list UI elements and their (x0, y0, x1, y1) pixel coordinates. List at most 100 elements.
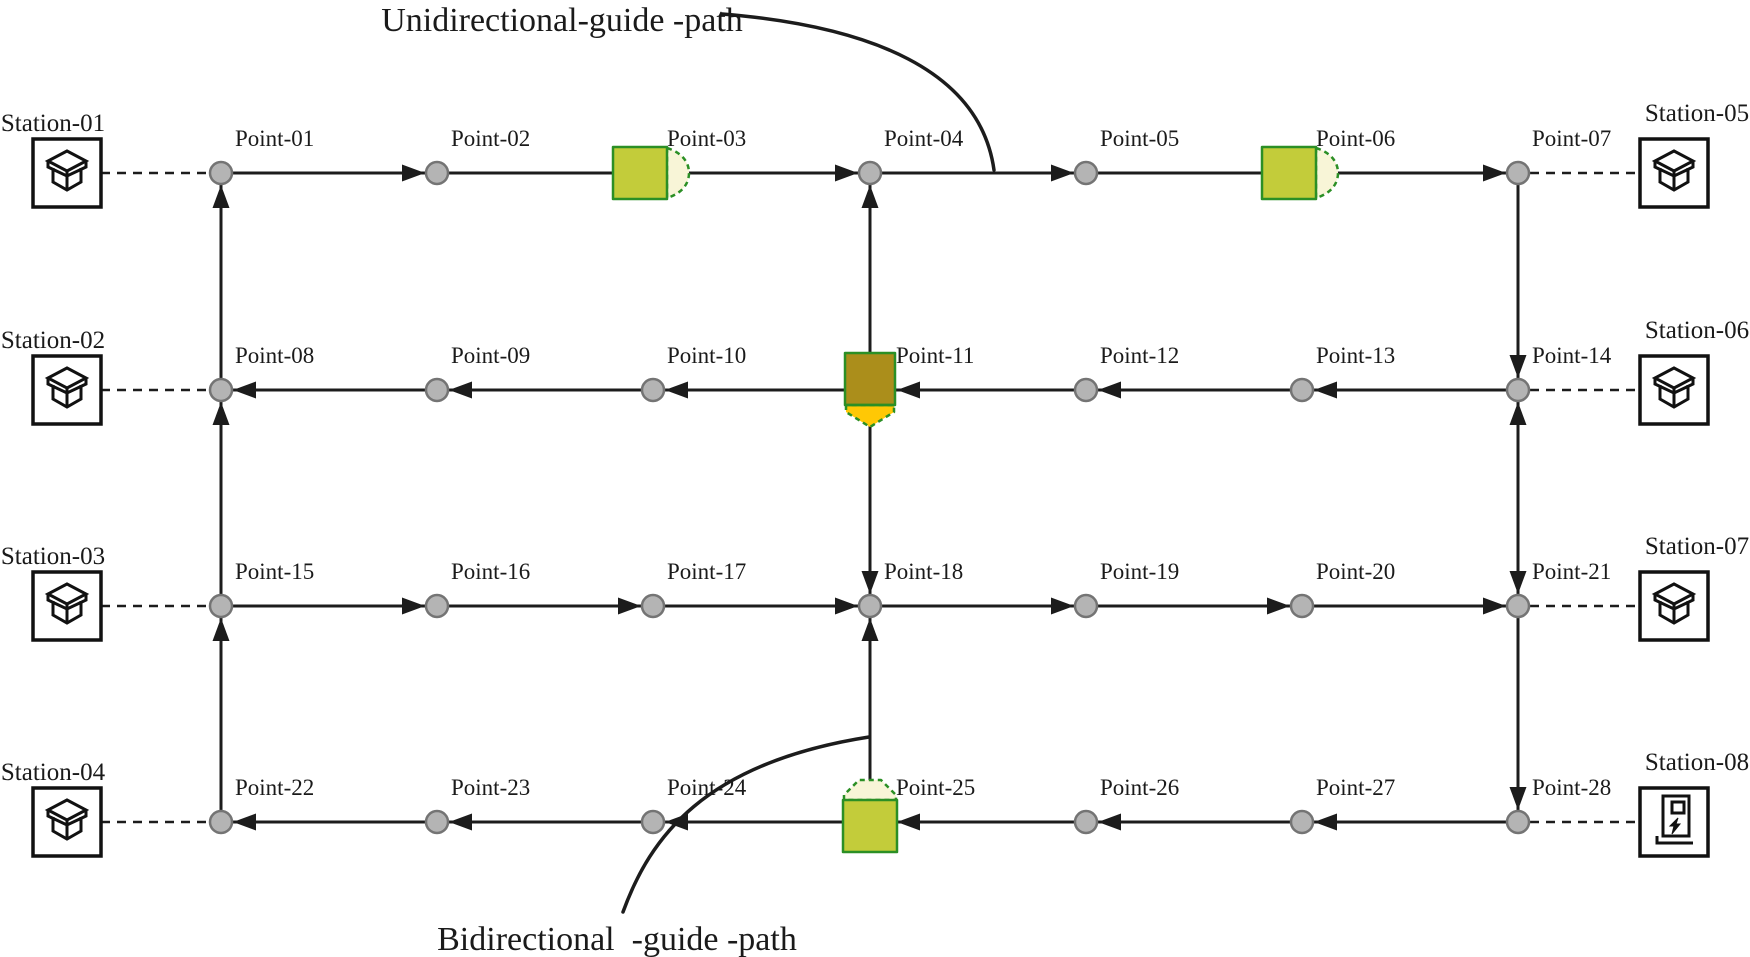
charging-station-icon (1655, 794, 1693, 845)
arrowhead-down-col7 (1509, 787, 1527, 810)
arrowhead-into-point-12 (1098, 381, 1121, 399)
point-node-point-10 (640, 377, 666, 403)
station-label-station-01: Station-01 (1, 110, 105, 137)
point-label-point-23: Point-23 (451, 775, 530, 800)
point-label-point-11: Point-11 (896, 343, 974, 368)
point-node-point-21 (1505, 593, 1531, 619)
point-node-point-20 (1289, 593, 1315, 619)
arrowhead-into-point-20 (1267, 597, 1290, 615)
point-node-point-18 (857, 593, 883, 619)
agv-nose (844, 403, 896, 429)
package-box-icon (44, 366, 90, 409)
point-label-point-13: Point-13 (1316, 343, 1395, 368)
point-node-point-04 (857, 160, 883, 186)
point-label-point-05: Point-05 (1100, 126, 1179, 151)
point-label-point-04: Point-04 (884, 126, 964, 151)
point-node-point-13 (1289, 377, 1315, 403)
point-node-point-23 (424, 809, 450, 835)
station-label-station-07: Station-07 (1645, 533, 1749, 560)
package-box-icon (44, 798, 90, 841)
arrowhead-into-point-08 (233, 381, 256, 399)
point-label-point-10: Point-10 (667, 343, 746, 368)
point-node-point-08 (208, 377, 234, 403)
package-box-icon (44, 582, 90, 625)
station-label-station-03: Station-03 (1, 543, 105, 570)
point-label-point-02: Point-02 (451, 126, 530, 151)
arrowhead-into-point-22 (233, 813, 256, 831)
point-node-point-19 (1073, 593, 1099, 619)
station-label-station-06: Station-06 (1645, 317, 1749, 344)
arrowhead-into-point-26 (1098, 813, 1121, 831)
agv-body (1260, 145, 1318, 201)
station-label-station-04: Station-04 (1, 759, 106, 786)
arrowhead-into-point-27 (1314, 813, 1337, 831)
bidirectional-annotation-curve (621, 735, 871, 914)
point-node-point-07 (1505, 160, 1531, 186)
arrowhead-up-col1 (212, 185, 230, 208)
package-box-icon (1651, 582, 1697, 625)
arrowhead-into-point-19 (1051, 597, 1074, 615)
point-label-point-19: Point-19 (1100, 559, 1179, 584)
agv-at-point-03 (611, 145, 691, 201)
arrowhead-into-point-13 (1314, 381, 1337, 399)
point-label-point-18: Point-18 (884, 559, 963, 584)
point-label-point-16: Point-16 (451, 559, 530, 584)
point-label-point-15: Point-15 (235, 559, 314, 584)
agv-nose (1314, 146, 1340, 200)
station-label-station-08: Station-08 (1645, 749, 1749, 776)
station-label-station-02: Station-02 (1, 327, 105, 354)
point-label-point-08: Point-08 (235, 343, 314, 368)
arrowhead-into-point-18 (835, 597, 858, 615)
station-label-station-05: Station-05 (1645, 100, 1749, 127)
point-node-point-12 (1073, 377, 1099, 403)
arrowhead-into-point-05 (1051, 164, 1074, 182)
arrowhead-up-col7 (1509, 402, 1527, 425)
arrowhead-down-col4 (861, 571, 879, 594)
point-node-point-14 (1505, 377, 1531, 403)
point-node-point-26 (1073, 809, 1099, 835)
point-node-point-22 (208, 809, 234, 835)
point-label-point-22: Point-22 (235, 775, 314, 800)
agv-at-point-11 (843, 351, 897, 429)
point-label-point-03: Point-03 (667, 126, 746, 151)
point-node-point-01 (208, 160, 234, 186)
arrowhead-up-col1 (212, 618, 230, 641)
arrowhead-into-point-09 (449, 381, 472, 399)
point-label-point-09: Point-09 (451, 343, 530, 368)
arrowhead-into-point-16 (402, 597, 425, 615)
agv-at-point-25 (841, 778, 899, 854)
point-node-point-02 (424, 160, 450, 186)
point-label-point-27: Point-27 (1316, 775, 1395, 800)
point-label-point-12: Point-12 (1100, 343, 1179, 368)
arrowhead-up-col4 (861, 618, 879, 641)
point-label-point-21: Point-21 (1532, 559, 1611, 584)
point-label-point-07: Point-07 (1532, 126, 1611, 151)
point-label-point-28: Point-28 (1532, 775, 1611, 800)
point-node-point-05 (1073, 160, 1099, 186)
unidirectional-annotation-curve (720, 12, 996, 172)
point-label-point-17: Point-17 (667, 559, 746, 584)
agv-body (843, 351, 897, 407)
point-label-point-14: Point-14 (1532, 343, 1612, 368)
arrowhead-into-point-25 (897, 813, 920, 831)
point-node-point-09 (424, 377, 450, 403)
arrowhead-down-col7 (1509, 355, 1527, 378)
package-box-icon (1651, 366, 1697, 409)
point-node-point-27 (1289, 809, 1315, 835)
arrowhead-up-col4 (861, 185, 879, 208)
arrowhead-down-col7 (1509, 571, 1527, 594)
bidirectional-guide-path-label: Bidirectional -guide -path (437, 921, 797, 957)
arrowhead-up-col1 (212, 402, 230, 425)
agv-nose (842, 778, 898, 802)
agv-at-point-06 (1260, 145, 1340, 201)
point-node-point-15 (208, 593, 234, 619)
arrowhead-into-point-23 (449, 813, 472, 831)
arrowhead-into-point-21 (1483, 597, 1506, 615)
package-box-icon (1651, 149, 1697, 192)
arrowhead-into-point-04 (835, 164, 858, 182)
point-node-point-28 (1505, 809, 1531, 835)
agv-body (841, 798, 899, 854)
agv-body (611, 145, 669, 201)
